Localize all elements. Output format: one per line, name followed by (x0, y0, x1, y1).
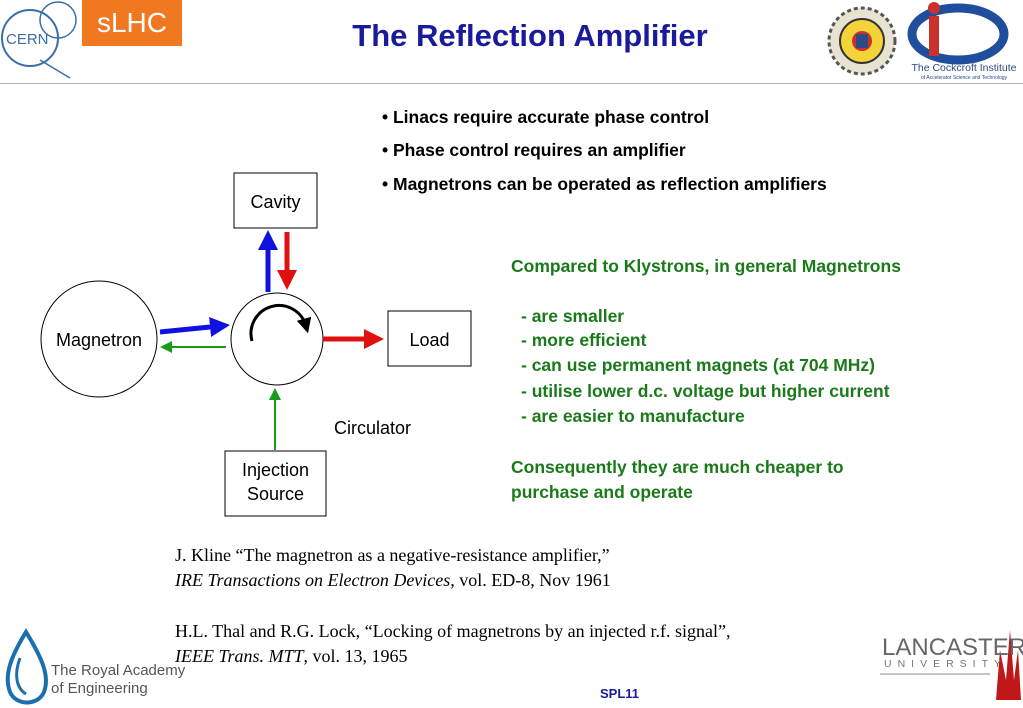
royal-academy-line1: The Royal Academy (51, 662, 186, 679)
cern-logo: CERN (1, 1, 77, 79)
university-wordmark: UNIVERSITY (884, 658, 1008, 670)
slide-code: SPL11 (600, 686, 640, 701)
injection-label-line1: Injection (242, 460, 309, 480)
reference-2-journal: IEEE Trans. MTT (175, 646, 304, 666)
institute-seal-logo (827, 6, 897, 76)
comparison-item: - are smaller (521, 306, 625, 326)
magnetron-circle (40, 280, 158, 398)
header-divider (0, 83, 1023, 84)
svg-text:CERN: CERN (6, 31, 49, 48)
cockcroft-subtitle: of Accelerator Science and Technology (920, 75, 1008, 81)
comparison-item: - utilise lower d.c. voltage but higher … (521, 381, 890, 401)
reference-1-details: , vol. ED-8, Nov 1961 (450, 570, 611, 590)
royal-academy-name: The Royal Academy of Engineering (51, 662, 185, 698)
comparison-item: - more efficient (521, 330, 647, 350)
cockcroft-institute-logo (907, 2, 1009, 65)
injection-label-line2: Source (247, 484, 304, 504)
reference-1-journal: IRE Transactions on Electron Devices (175, 570, 451, 590)
comparison-heading: Compared to Klystrons, in general Magnet… (511, 256, 901, 276)
page-title: The Reflection Amplifier (352, 18, 708, 53)
lancaster-university-logo (880, 630, 1021, 700)
lancaster-wordmark: LANCASTER (882, 634, 1023, 661)
reference-2-authors: H.L. Thal and R.G. Lock, “Locking of mag… (175, 621, 731, 641)
royal-academy-logo (5, 628, 48, 705)
magnetron-label: Magnetron (56, 330, 142, 350)
cockcroft-name: The Cockcroft Institute (911, 62, 1017, 74)
circulator-label: Circulator (334, 418, 411, 438)
reference-1-source: IRE Transactions on Electron Devices, vo… (175, 570, 611, 591)
reference-2-details: , vol. 13, 1965 (303, 646, 408, 666)
comparison-item: - are easier to manufacture (521, 406, 745, 426)
reference-2-source: IEEE Trans. MTT, vol. 13, 1965 (175, 646, 408, 667)
reference-1-authors: J. Kline “The magnetron as a negative-re… (175, 545, 610, 565)
rotation-arrow-icon (249, 304, 312, 342)
comparison-item: - can use permanent magnets (at 704 MHz) (521, 355, 875, 375)
conclusion-line1: Consequently they are much cheaper to (511, 457, 844, 477)
bullet-2: • Phase control requires an amplifier (382, 140, 686, 160)
load-box (387, 310, 472, 367)
slhc-badge: sLHC (82, 0, 182, 46)
cavity-box (233, 172, 318, 229)
royal-academy-line2: of Engineering (51, 680, 148, 697)
injection-source-box (224, 450, 327, 517)
conclusion-line2: purchase and operate (511, 482, 693, 502)
bullet-1: • Linacs require accurate phase control (382, 107, 710, 127)
magnetron-to-circulator-arrow (159, 317, 230, 337)
load-label: Load (409, 330, 449, 350)
circulator-diagram: Cavity Magnetron Load Injection Source C… (40, 172, 472, 517)
cavity-label: Cavity (250, 192, 300, 212)
bullet-3: • Magnetrons can be operated as reflecti… (382, 174, 827, 194)
